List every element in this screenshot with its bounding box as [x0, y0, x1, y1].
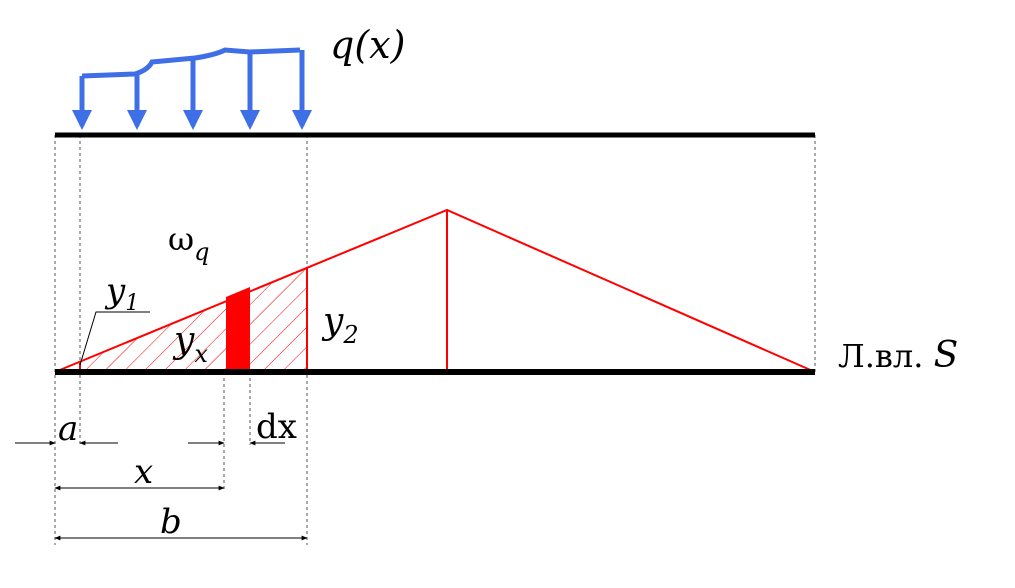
y2-label: y2: [321, 301, 359, 349]
area-label: ωq: [168, 220, 209, 266]
influence-line-label: Л.вл. S: [838, 335, 958, 376]
yx-label: yx: [172, 320, 208, 368]
y1-leader: [79, 311, 150, 366]
dim-dx-label: dx: [256, 407, 297, 447]
dim-x-label: x: [134, 452, 153, 492]
dim-a-label: a: [58, 409, 78, 449]
distributed-load: [72, 47, 312, 130]
elementary-strip: [226, 287, 250, 372]
dim-b-label: b: [160, 502, 182, 542]
y1-label: y1: [104, 271, 139, 316]
hatched-area: [80, 267, 307, 372]
load-label: q(x): [330, 23, 405, 67]
